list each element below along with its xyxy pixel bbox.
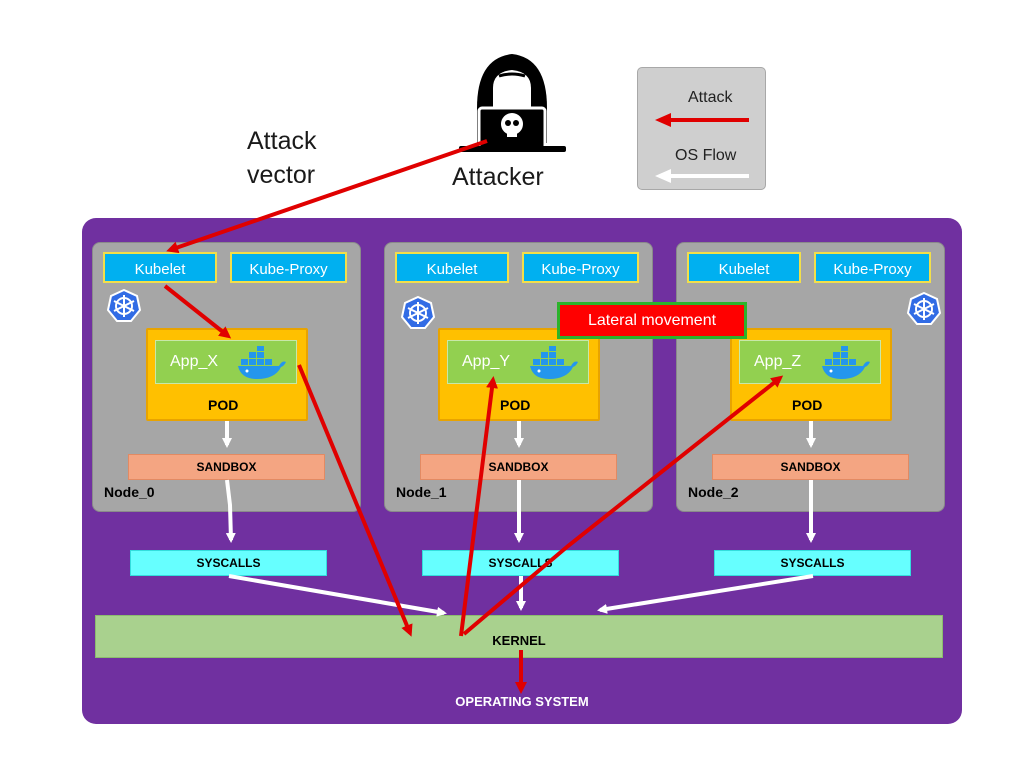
kubernetes-icon — [107, 289, 141, 322]
node-2-sandbox: SANDBOX — [712, 454, 909, 480]
attack-vector-line2: vector — [247, 161, 316, 189]
kubernetes-icon — [401, 296, 435, 329]
node-0-app-label: App_X — [170, 353, 219, 370]
legend: Attack OS Flow — [637, 67, 766, 190]
node-0-sandbox: SANDBOX — [128, 454, 325, 480]
legend-attack-label: Attack — [688, 89, 733, 106]
os-flow-arrows — [222, 421, 816, 617]
lateral-movement-label: Lateral movement — [557, 302, 747, 339]
node-2-syscalls: SYSCALLS — [714, 550, 911, 576]
legend-attack-arrow — [655, 113, 749, 127]
legend-flow-label: OS Flow — [675, 147, 737, 164]
node-1-syscalls: SYSCALLS — [422, 550, 619, 576]
node-1-kube-proxy: Kube-Proxy — [522, 252, 639, 283]
node-0-pod-label: POD — [208, 397, 239, 413]
node-1-app — [447, 340, 589, 384]
node-0-kube-proxy: Kube-Proxy — [230, 252, 347, 283]
node-2-pod-label: POD — [792, 397, 823, 413]
kubernetes-icon — [907, 292, 941, 325]
node-0-kubelet: Kubelet — [103, 252, 217, 283]
node-0-syscalls: SYSCALLS — [130, 550, 327, 576]
attack-vector-line1: Attack — [247, 127, 317, 155]
node-2-kubelet: Kubelet — [687, 252, 801, 283]
legend-flow-arrow — [655, 169, 749, 183]
hacker-icon — [459, 54, 566, 152]
attacker-label: Attacker — [452, 163, 544, 191]
attack-arrows — [163, 139, 784, 694]
attacker-figure — [455, 48, 570, 160]
node-1-pod-label: POD — [500, 397, 531, 413]
node-0-label: Node_0 — [104, 484, 155, 500]
node-2-kube-proxy: Kube-Proxy — [814, 252, 931, 283]
node-2-label: Node_2 — [688, 484, 739, 500]
node-1-app-label: App_Y — [462, 353, 511, 370]
docker-icon — [822, 346, 870, 379]
docker-icon — [238, 346, 286, 379]
operating-system-label: OPERATING SYSTEM — [455, 694, 589, 709]
node-2-app — [739, 340, 881, 384]
node-0-app — [155, 340, 297, 384]
docker-icon — [530, 346, 578, 379]
node-2-app-label: App_Z — [754, 353, 802, 370]
node-1-label: Node_1 — [396, 484, 447, 500]
node-1-sandbox: SANDBOX — [420, 454, 617, 480]
node-1-kubelet: Kubelet — [395, 252, 509, 283]
